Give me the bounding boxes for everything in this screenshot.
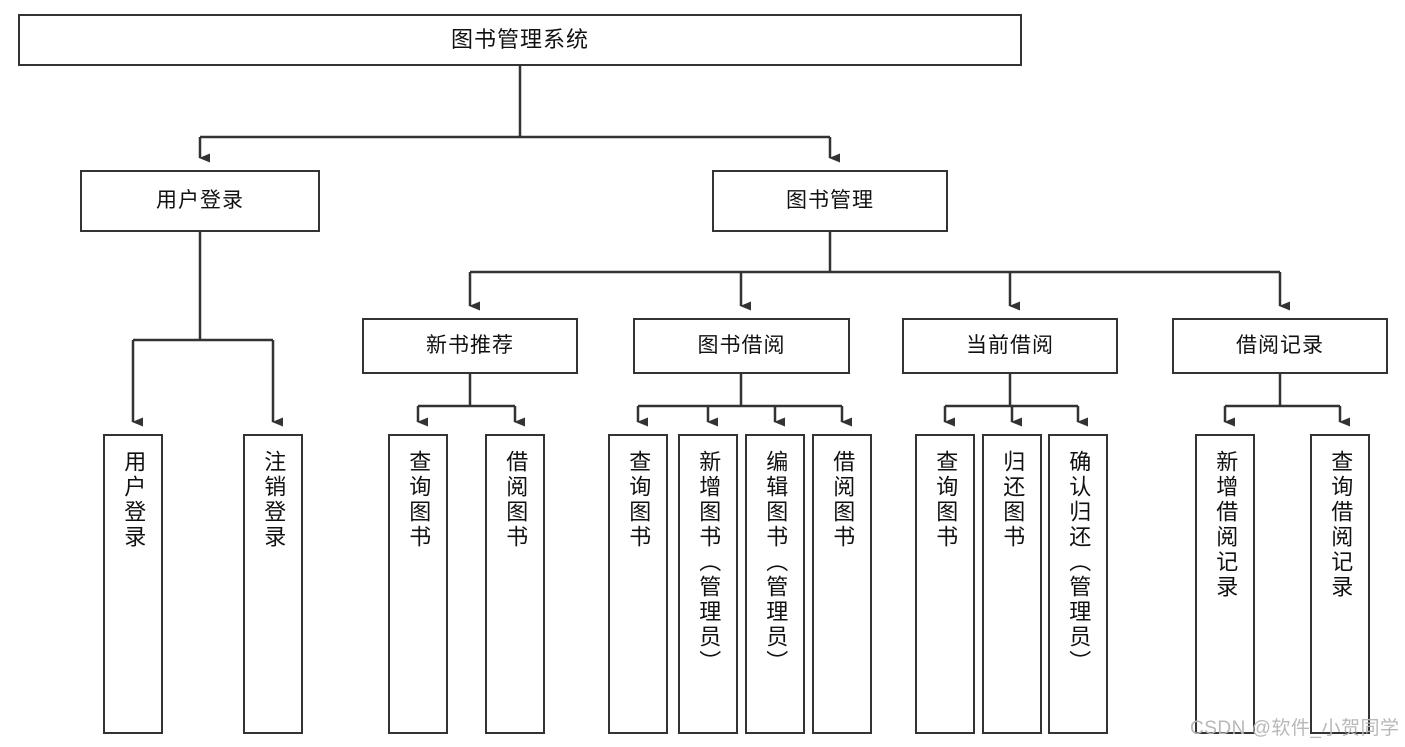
leaf-user-login[interactable]: 用户登录	[103, 434, 163, 734]
node-borrow-record[interactable]: 借阅记录	[1172, 318, 1388, 374]
node-book-manage[interactable]: 图书管理	[712, 170, 948, 232]
leaf-borrow-edit-book-admin[interactable]: 编辑图书（管理员）	[745, 434, 805, 734]
leaf-current-confirm-return-admin[interactable]: 确认归还（管理员）	[1048, 434, 1108, 734]
leaf-recommend-borrow-book[interactable]: 借阅图书	[485, 434, 545, 734]
leaf-current-query-book[interactable]: 查询图书	[915, 434, 975, 734]
leaf-record-add-borrow-record[interactable]: 新增借阅记录	[1195, 434, 1255, 734]
leaf-borrow-add-book-admin[interactable]: 新增图书（管理员）	[678, 434, 738, 734]
leaf-user-logout[interactable]: 注销登录	[243, 434, 303, 734]
leaf-recommend-query-book[interactable]: 查询图书	[388, 434, 448, 734]
node-book-borrow[interactable]: 图书借阅	[633, 318, 850, 374]
leaf-current-return-book[interactable]: 归还图书	[982, 434, 1042, 734]
node-user-login[interactable]: 用户登录	[80, 170, 320, 232]
leaf-borrow-lend-book[interactable]: 借阅图书	[812, 434, 872, 734]
leaf-borrow-query-book[interactable]: 查询图书	[608, 434, 668, 734]
node-new-book-recommend[interactable]: 新书推荐	[362, 318, 578, 374]
node-root-system[interactable]: 图书管理系统	[18, 14, 1022, 66]
leaf-record-query-borrow-record[interactable]: 查询借阅记录	[1310, 434, 1370, 734]
node-current-borrow[interactable]: 当前借阅	[902, 318, 1118, 374]
csdn-watermark: CSDN @软件_小贺同学	[1190, 718, 1400, 739]
